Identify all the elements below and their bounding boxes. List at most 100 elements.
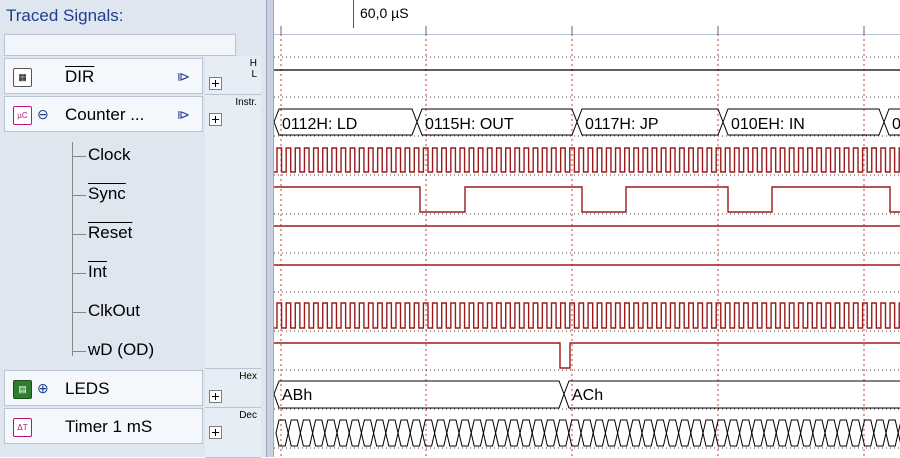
timer-segment <box>446 419 460 447</box>
timer-segment <box>763 419 777 447</box>
collapse-icon[interactable]: ⊖ <box>37 106 49 122</box>
time-ruler: 60,0 µS <box>274 0 900 35</box>
timer-icon: ΔT <box>13 418 32 437</box>
leds-segment <box>274 380 565 409</box>
display-mode-column: H L Instr. Hex Dec <box>205 56 261 458</box>
child-signal-reset[interactable]: Reset <box>88 223 133 242</box>
ruler-tick <box>353 0 354 28</box>
tree-line <box>72 142 73 356</box>
timer-segment <box>617 419 631 447</box>
timer-segment <box>787 419 802 447</box>
instruction-label: 010EH: IN <box>731 116 805 133</box>
tree-line <box>72 234 86 235</box>
wd-waveform <box>274 342 900 369</box>
timer-segment <box>848 419 863 447</box>
child-signal-int[interactable]: Int <box>88 262 107 281</box>
tree-line <box>72 312 86 313</box>
timer-segment <box>409 419 423 447</box>
timer-segment <box>897 422 900 444</box>
timer-segment <box>434 419 448 447</box>
timer-segment <box>641 419 655 447</box>
timer-segment <box>287 419 301 447</box>
signal-name-dir: DIR <box>65 67 95 86</box>
signal-list: ▦ DIR ⧐ µC ⊖ Counter ... ⧐ Clock Sync Re… <box>0 56 203 457</box>
sync-waveform <box>274 186 900 213</box>
timer-segment <box>714 419 728 447</box>
instruction-segment <box>722 108 885 136</box>
timer-segment <box>800 419 814 447</box>
timer-segment <box>726 419 741 447</box>
instruction-segment <box>576 108 724 136</box>
signal-row-dir[interactable]: ▦ DIR ⧐ <box>4 58 203 94</box>
timer-segment <box>507 419 521 447</box>
instruction-segment <box>274 108 418 136</box>
tree-line <box>72 273 86 274</box>
signal-name-counter: Counter ... <box>65 105 145 124</box>
timer-segment <box>580 419 594 447</box>
expand-plus-icon[interactable] <box>209 113 222 126</box>
leds-segment <box>563 380 900 409</box>
signal-row-leds[interactable]: ▤ ⊕ LEDS <box>4 370 203 406</box>
timer-segment <box>519 419 533 447</box>
child-signal-wd[interactable]: wD (OD) <box>88 340 155 359</box>
expand-plus-icon[interactable] <box>209 426 222 439</box>
signal-row-counter[interactable]: µC ⊖ Counter ... ⧐ <box>4 96 203 132</box>
timer-segment <box>275 419 289 447</box>
expand-plus-icon[interactable] <box>209 77 222 90</box>
time-label: 60,0 µS <box>360 5 409 21</box>
mode-label: Dec <box>239 410 257 421</box>
panel-splitter[interactable] <box>266 0 274 457</box>
tree-line <box>72 351 86 352</box>
instruction-label: 0112H: LD <box>282 116 357 133</box>
timer-segment <box>751 419 765 447</box>
child-signal-clkout[interactable]: ClkOut <box>88 301 140 320</box>
timer-segment <box>775 419 789 447</box>
waveform-view[interactable]: 60,0 µS 0112H: LD 0115H: OUT 0117H: JP 010E… <box>274 0 900 457</box>
clkout-waveform <box>274 302 900 329</box>
play-icon[interactable]: ⧐ <box>177 107 190 122</box>
tree-line <box>72 156 86 157</box>
timer-segment <box>299 419 314 447</box>
timer-segment <box>495 419 509 447</box>
mode-cell-dir[interactable]: H L <box>205 56 261 95</box>
timer-segment <box>873 419 887 447</box>
timer-segment <box>482 419 497 447</box>
play-icon[interactable]: ⧐ <box>177 69 190 84</box>
timer-segment <box>373 419 387 447</box>
timer-segment <box>592 419 606 447</box>
timer-segment <box>861 419 875 447</box>
leds-label: ABh <box>282 387 312 404</box>
timer-segment <box>543 419 558 447</box>
child-signal-clock[interactable]: Clock <box>88 145 131 164</box>
expand-icon[interactable]: ⊕ <box>37 380 49 396</box>
timer-segment <box>458 419 472 447</box>
instruction-segment <box>883 108 900 136</box>
leds-label: ACh <box>572 387 603 404</box>
filter-strip[interactable] <box>4 34 236 56</box>
timer-segment <box>739 419 753 447</box>
leds-icon: ▤ <box>13 380 32 399</box>
signal-name-timer: Timer 1 mS <box>65 417 153 436</box>
timer-segment <box>604 419 619 447</box>
mode-label: H L <box>249 58 257 80</box>
switch-icon: ▦ <box>13 68 32 87</box>
mode-cell-timer[interactable]: Dec <box>205 408 261 458</box>
mode-label: Hex <box>239 371 257 382</box>
timer-segment <box>348 419 362 447</box>
timer-segment <box>470 419 484 447</box>
mode-cell-counter[interactable]: Instr. <box>205 95 261 369</box>
panel-title: Traced Signals: <box>6 6 124 25</box>
expand-plus-icon[interactable] <box>209 390 222 403</box>
microcontroller-icon: µC <box>13 106 32 125</box>
timer-segment <box>653 419 667 447</box>
mode-cell-leds[interactable]: Hex <box>205 369 261 408</box>
timer-segment <box>690 419 704 447</box>
timer-segment <box>312 419 326 447</box>
timer-segment <box>397 419 411 447</box>
instruction-label: 0117H: JP <box>585 116 659 133</box>
child-signal-sync[interactable]: Sync <box>88 184 126 203</box>
clock-waveform <box>274 147 900 173</box>
signal-row-timer[interactable]: ΔT Timer 1 mS <box>4 408 203 444</box>
instruction-label: 0115H: OUT <box>425 116 514 133</box>
